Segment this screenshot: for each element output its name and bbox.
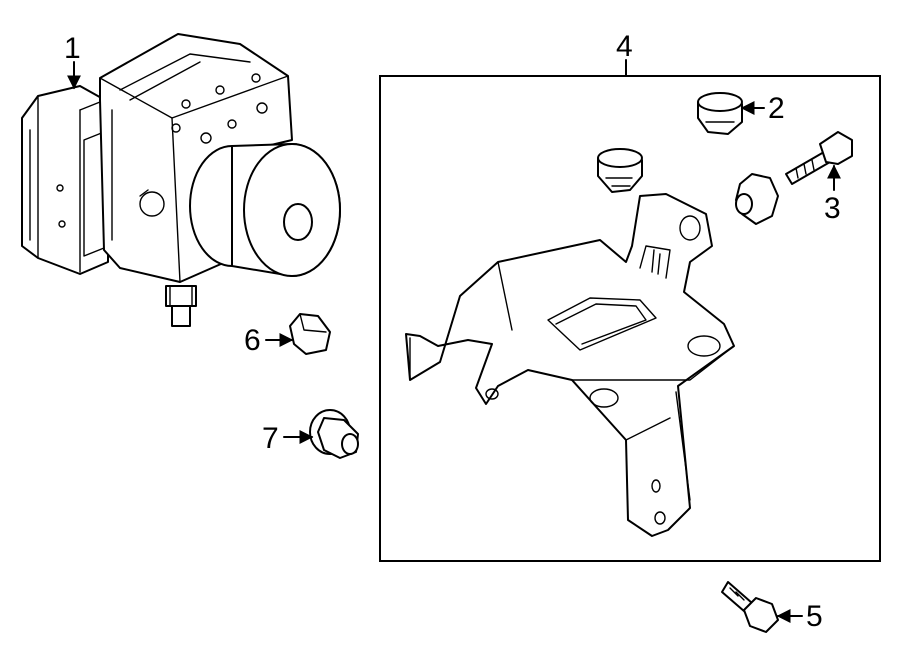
svg-text:4: 4: [616, 30, 633, 63]
callout-5: 5: [776, 600, 823, 633]
bracket-kit-box: [379, 75, 881, 562]
grommet-right: [735, 173, 779, 225]
callout-1: 1: [64, 32, 81, 90]
callout-6: 6: [244, 324, 294, 357]
mounting-bracket: [405, 193, 735, 537]
svg-text:6: 6: [244, 324, 261, 357]
flange-nut-left: [309, 409, 359, 459]
svg-text:3: 3: [824, 192, 841, 225]
svg-text:1: 1: [64, 32, 81, 65]
svg-text:5: 5: [806, 600, 823, 633]
callout-2: 2: [740, 92, 785, 125]
rubber-mount-center: [597, 148, 643, 193]
callout-7: 7: [262, 422, 314, 455]
bolt-bottom: [721, 581, 779, 633]
svg-text:7: 7: [262, 422, 279, 455]
svg-text:2: 2: [768, 92, 785, 125]
bolt-right: [785, 131, 853, 185]
grommet-left: [289, 313, 331, 355]
abs-modulator-unit: [21, 33, 341, 327]
callout-4: 4: [616, 30, 633, 77]
nut-top-right: [697, 92, 743, 135]
callout-3: 3: [824, 164, 841, 225]
